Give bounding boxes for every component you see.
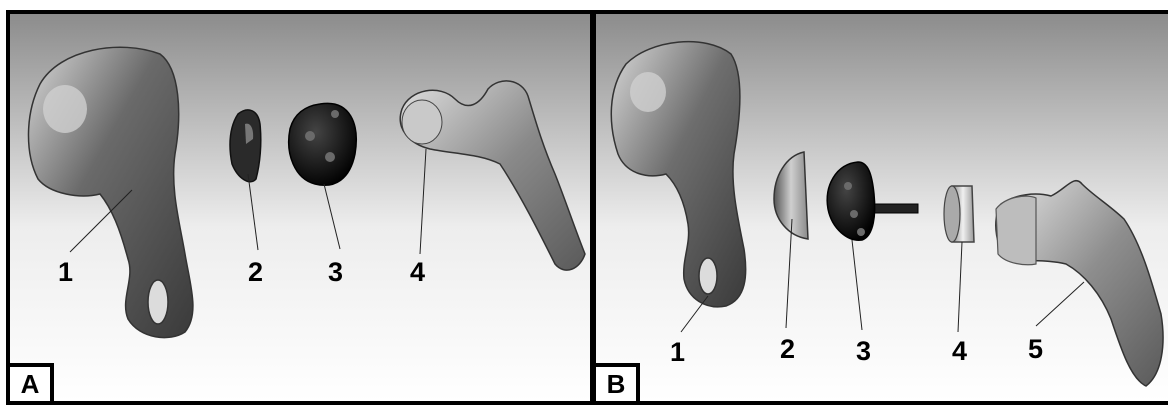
femoral-head-a [289, 103, 357, 185]
panel-a-illustration [10, 14, 590, 401]
panel-b: 1 2 3 4 5 B [592, 10, 1168, 405]
label-1-a: 1 [58, 259, 73, 286]
panel-letter-a: A [10, 363, 54, 401]
panel-letter-b: B [596, 363, 640, 401]
cup-liner-a [230, 110, 261, 182]
panel-a: 1 2 3 4 A [6, 10, 594, 405]
label-5-b: 5 [1028, 336, 1043, 363]
label-1-b: 1 [670, 339, 685, 366]
neck-adapter-b [944, 186, 974, 242]
label-4-a: 4 [410, 259, 425, 286]
label-4-b: 4 [952, 338, 967, 365]
label-3-a: 3 [328, 259, 343, 286]
label-2-a: 2 [248, 259, 263, 286]
label-3-b: 3 [856, 338, 871, 365]
label-2-b: 2 [780, 336, 795, 363]
